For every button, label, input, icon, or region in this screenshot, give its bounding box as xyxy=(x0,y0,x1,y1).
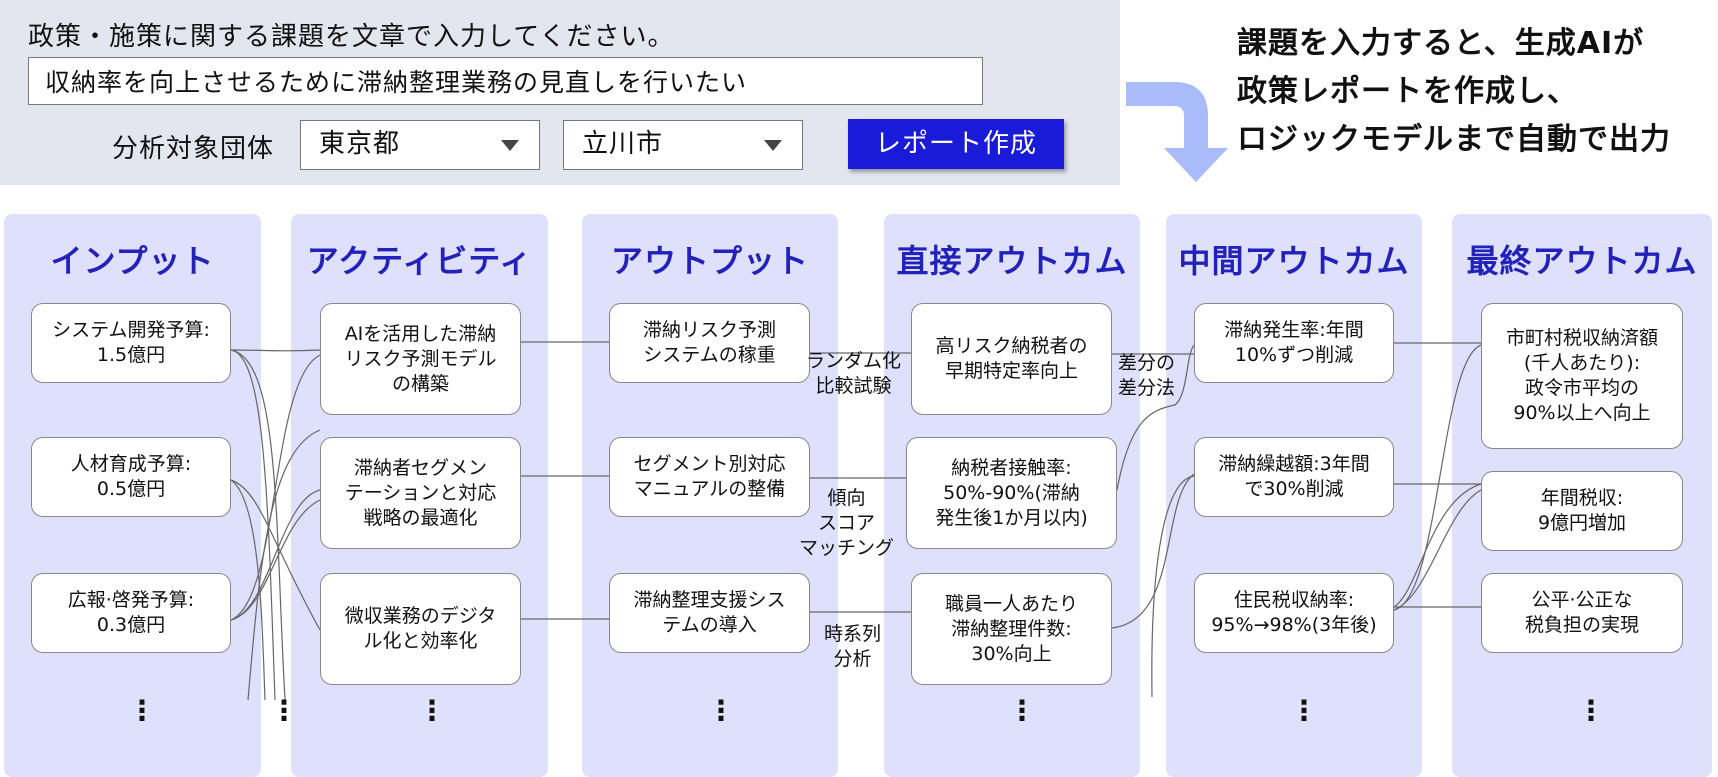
explanation-line: 政策レポートを作成し、 xyxy=(1237,74,1578,109)
column-title-direct-outcome: 直接アウトカム xyxy=(896,242,1128,280)
input-item-system-budget: システム開発予算: 1.5億円 xyxy=(31,303,231,383)
input-panel: 政策・施策に関する課題を文章で入力してください。 分析対象団体 東京都 立川市 … xyxy=(0,0,1120,185)
issue-input[interactable] xyxy=(28,57,983,105)
final-outcome-fair-burden: 公平·公正な 税負担の実現 xyxy=(1481,573,1683,653)
output-item-support-system: 滞納整理支援シス テムの導入 xyxy=(609,573,810,653)
explanation-line: 課題を入力すると、生成AIが xyxy=(1237,26,1645,61)
column-title-activity: アクティビティ xyxy=(306,242,533,280)
output-item-manual: セグメント別対応 マニュアルの整備 xyxy=(609,437,810,517)
more-ellipsis: ⋮ xyxy=(270,694,298,727)
target-organization-label: 分析対象団体 xyxy=(112,134,275,164)
more-ellipsis: ⋮ xyxy=(1290,697,1318,725)
city-value: 立川市 xyxy=(582,129,664,159)
more-ellipsis: ⋮ xyxy=(128,697,156,725)
column-title-output: アウトプット xyxy=(610,242,809,280)
intermediate-outcome-collection-rate: 住民税収納率: 95%→98%(3年後) xyxy=(1194,573,1394,653)
column-title-final-outcome: 最終アウトカム xyxy=(1466,242,1698,280)
final-outcome-annual-revenue: 年間税収: 9億円増加 xyxy=(1481,471,1683,551)
intermediate-outcome-carryover: 滞納繰越額:3年間 で30%削減 xyxy=(1194,437,1394,517)
more-ellipsis: ⋮ xyxy=(1577,697,1605,725)
direct-outcome-early-detection: 高リスク納税者の 早期特定率向上 xyxy=(911,303,1112,415)
activity-item-segmentation: 滞納者セグメン テーションと対応 戦略の最適化 xyxy=(320,437,521,549)
column-title-intermediate-outcome: 中間アウトカム xyxy=(1178,242,1410,280)
more-ellipsis: ⋮ xyxy=(418,697,446,725)
explanation-line: ロジックモデルまで自動で出力 xyxy=(1237,122,1671,157)
method-label-time-series: 時系列 分析 xyxy=(824,623,882,670)
direct-outcome-contact-rate: 納税者接触率: 50%-90%(滞納 発生後1か月以内) xyxy=(906,437,1117,549)
method-label-rct: ランダム化 比較試験 xyxy=(806,350,902,397)
output-item-risk-system: 滞納リスク予測 システムの稼重 xyxy=(609,303,810,383)
prefecture-select[interactable]: 東京都 xyxy=(300,120,540,170)
chevron-down-icon xyxy=(501,140,519,151)
method-label-psm: 傾向 スコア マッチング xyxy=(799,487,895,559)
more-ellipsis: ⋮ xyxy=(707,697,735,725)
curved-arrow-icon xyxy=(1126,82,1228,182)
input-item-training-budget: 人材育成予算: 0.5億円 xyxy=(31,437,231,517)
chevron-down-icon xyxy=(764,140,782,151)
create-report-button[interactable]: レポート作成 xyxy=(848,119,1064,169)
activity-item-digitalization: 微収業務のデジタ ル化と効率化 xyxy=(320,573,521,685)
explanation-text: 課題を入力すると、生成AIが 政策レポートを作成し、 ロジックモデルまで自動で出… xyxy=(1237,20,1671,164)
intermediate-outcome-delinquency-rate: 滞納発生率:年間 10%ずつ削減 xyxy=(1194,303,1394,383)
direct-outcome-cases-per-staff: 職員一人あたり 滞納整理件数: 30%向上 xyxy=(911,573,1112,685)
input-item-pr-budget: 広報·啓発予算: 0.3億円 xyxy=(31,573,231,653)
activity-item-ai-model: AIを活用した滞納 リスク予測モデル の構築 xyxy=(320,303,521,415)
prefecture-value: 東京都 xyxy=(319,129,401,159)
column-title-input: インプット xyxy=(50,242,215,280)
final-outcome-tax-collected: 市町村税収納済額 (千人あたり): 政令市平均の 90%以上へ向上 xyxy=(1481,303,1683,449)
prompt-label: 政策・施策に関する課題を文章で入力してください。 xyxy=(28,22,675,52)
more-ellipsis: ⋮ xyxy=(1008,697,1036,725)
city-select[interactable]: 立川市 xyxy=(563,120,803,170)
method-label-did: 差分の 差分法 xyxy=(1118,352,1176,399)
